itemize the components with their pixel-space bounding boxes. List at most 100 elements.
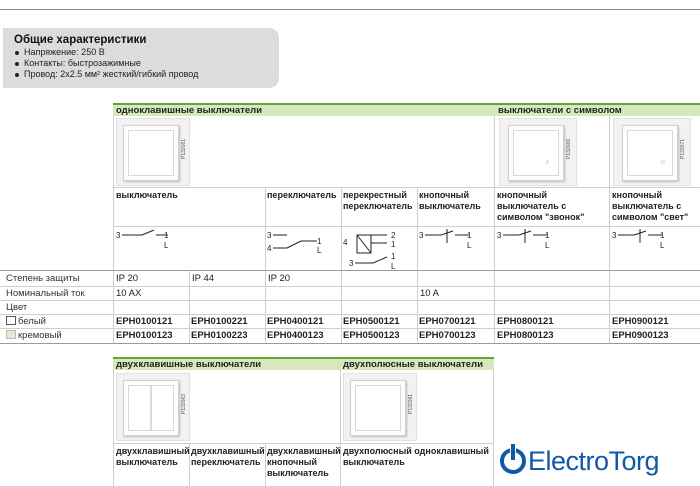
article-white: EPH0500121 (343, 316, 400, 327)
photo-code: P132061 (181, 138, 187, 159)
svg-text:L: L (164, 241, 169, 250)
cream-swatch (6, 330, 16, 339)
svg-text:3: 3 (419, 231, 424, 240)
grid-line (113, 187, 700, 188)
grid-line (113, 443, 493, 444)
svg-text:4: 4 (343, 238, 348, 247)
schematic-cross: 4 3 2 1 1 L (343, 231, 396, 271)
grid-line (340, 370, 341, 486)
white-swatch (6, 316, 16, 325)
grid-line (0, 286, 700, 287)
article-white: EPH0700121 (419, 316, 476, 327)
type-push: кнопочный выключатель (419, 190, 481, 211)
schematic-push: 3 1 L (419, 229, 472, 250)
protection-value: IP 20 (116, 273, 139, 284)
svg-text:L: L (467, 241, 472, 250)
svg-text:1: 1 (391, 240, 396, 249)
article-white: EPH0400121 (267, 316, 324, 327)
row-label-color: Цвет (6, 302, 28, 313)
svg-text:L: L (317, 246, 322, 255)
svg-text:1: 1 (391, 252, 396, 261)
row-label-cream: кремовый (6, 330, 62, 342)
type-double-push: двухклавишный кнопочный выключатель (267, 446, 341, 478)
schematic-push-light: 3 1 L (612, 229, 665, 250)
article-cream: EPH0800123 (497, 330, 554, 341)
photo-code: P132063 (181, 393, 187, 414)
type-push-bell: кнопочный выключатель с символом "звонок… (497, 190, 585, 222)
article-cream: EPH0700123 (419, 330, 476, 341)
svg-text:1: 1 (164, 231, 169, 240)
product-photo-bell: ♪ P132069 (499, 118, 577, 186)
header-symbol-switches: выключатели с символом (495, 103, 700, 116)
photo-code: P132071 (680, 138, 686, 159)
grid-line (189, 443, 190, 486)
row-label-protection: Степень защиты (6, 273, 80, 284)
type-double-switch: двухклавишный выключатель (116, 446, 190, 467)
svg-text:3: 3 (267, 231, 272, 240)
current-value: 10 A (420, 288, 440, 299)
schematic-switch: 3 1 L (116, 229, 169, 250)
grid-line (113, 370, 114, 486)
type-push-light: кнопочный выключатель с символом "свет" (612, 190, 689, 222)
light-icon: ☼ (659, 157, 667, 166)
grid-line (0, 300, 700, 301)
grid-line (265, 187, 266, 344)
product-photo-single: P132061 (116, 118, 190, 186)
top-rule (0, 9, 700, 10)
article-cream: EPH0900123 (612, 330, 669, 341)
type-cross: перекрестный переключатель (343, 190, 413, 211)
protection-value: IP 20 (268, 273, 291, 284)
svg-text:1: 1 (545, 231, 550, 240)
general-title: Общие характеристики (14, 34, 147, 46)
article-cream: EPH0100223 (191, 330, 248, 341)
svg-text:2: 2 (391, 231, 396, 240)
electrotorg-logo-icon (500, 444, 526, 474)
grid-line (0, 314, 700, 315)
grid-line (113, 226, 700, 227)
product-photo-double: P132063 (116, 373, 190, 441)
row-label-current: Номинальный ток (6, 288, 85, 299)
row-label-white: белый (6, 316, 46, 328)
cream-label: кремовый (18, 330, 62, 341)
type-double-changeover: двухклавишный переключатель (191, 446, 265, 467)
header-single-switches: одноклавишные выключатели (113, 103, 496, 116)
article-cream: EPH0400123 (267, 330, 324, 341)
article-white: EPH0800121 (497, 316, 554, 327)
protection-value: IP 44 (192, 273, 215, 284)
grid-line (493, 370, 494, 486)
svg-text:4: 4 (267, 244, 272, 253)
type-bipolar-switch: двухполюсный одноклавишный выключатель (343, 446, 489, 467)
logo-text: ElectroTorg (528, 446, 660, 476)
bell-icon: ♪ (545, 157, 549, 166)
general-box (3, 28, 279, 88)
general-list: Напряжение: 250 В Контакты: быстрозажимн… (14, 47, 198, 80)
grid-line (417, 187, 418, 344)
white-label: белый (18, 316, 46, 327)
photo-code: P132069 (566, 138, 572, 159)
svg-text:3: 3 (349, 259, 354, 268)
svg-text:3: 3 (612, 231, 617, 240)
type-switch: выключатель (116, 190, 178, 200)
svg-text:1: 1 (660, 231, 665, 240)
article-white: EPH0100221 (191, 316, 248, 327)
grid-line (113, 116, 114, 344)
general-item-wire: Провод: 2x2.5 мм² жесткий/гибкий провод (14, 69, 198, 80)
grid-line (494, 116, 495, 344)
article-cream: EPH0100123 (116, 330, 173, 341)
schematic-push-bell: 3 1 L (497, 229, 550, 250)
grid-line (609, 116, 610, 344)
product-photo-bipolar: P132061 (343, 373, 417, 441)
article-white: EPH0100121 (116, 316, 173, 327)
header-double-switches: двухклавишные выключатели (113, 357, 341, 370)
svg-text:1: 1 (317, 237, 322, 246)
svg-text:3: 3 (116, 231, 121, 240)
grid-line (341, 187, 342, 344)
header-bipolar-switches: двухполюсные выключатели (340, 357, 494, 370)
svg-text:L: L (391, 262, 396, 271)
type-changeover: переключатель (267, 190, 337, 200)
general-item-contacts: Контакты: быстрозажимные (14, 58, 198, 69)
general-item-voltage: Напряжение: 250 В (14, 47, 198, 58)
article-cream: EPH0500123 (343, 330, 400, 341)
grid-line (0, 343, 700, 344)
grid-line (0, 328, 700, 329)
